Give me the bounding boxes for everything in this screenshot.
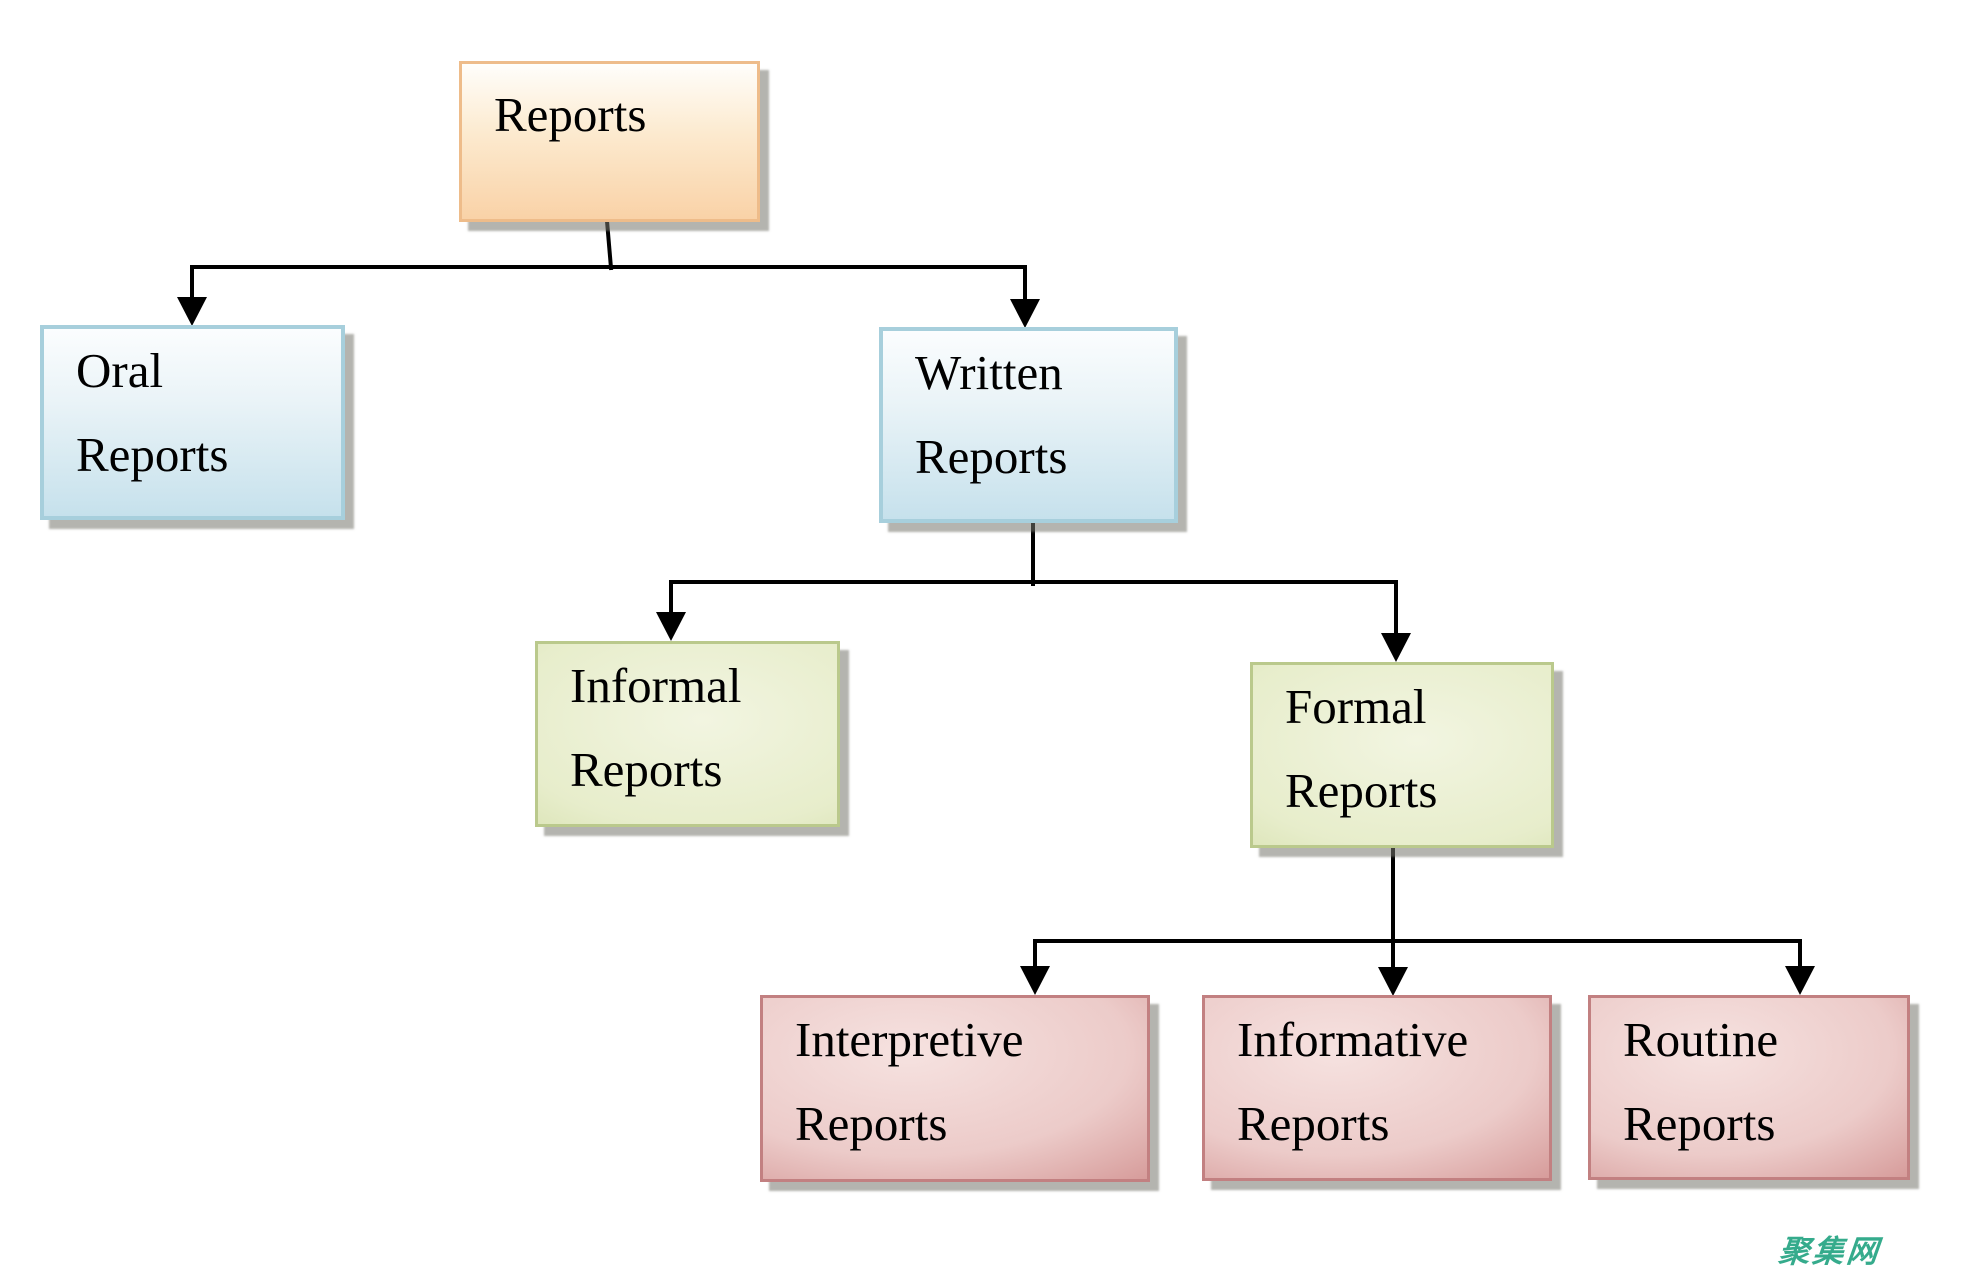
node-informative-label-line2: Reports xyxy=(1237,1096,1390,1151)
node-informative-reports: Informative Reports xyxy=(1202,995,1552,1181)
connector-reports-children xyxy=(177,218,1040,328)
node-written-label-line1: Written xyxy=(915,345,1063,400)
node-interpretive-label-line2: Reports xyxy=(795,1096,948,1151)
node-oral-label-line2: Reports xyxy=(76,427,229,482)
node-routine-reports: Routine Reports xyxy=(1588,995,1910,1180)
node-reports: Reports xyxy=(459,61,760,222)
node-written-label-line2: Reports xyxy=(915,429,1068,484)
node-formal-label-line1: Formal xyxy=(1285,679,1427,734)
node-oral-label-line1: Oral xyxy=(76,343,164,398)
node-informal-reports: Informal Reports xyxy=(535,641,840,827)
node-reports-label: Reports xyxy=(494,87,647,142)
site-watermark: 聚集网 xyxy=(1776,1234,1883,1268)
connector-written-children xyxy=(656,519,1411,662)
node-interpretive-label-line1: Interpretive xyxy=(795,1012,1024,1067)
node-formal-label-line2: Reports xyxy=(1285,763,1438,818)
connector-formal-children xyxy=(1020,844,1815,996)
node-routine-label-line2: Reports xyxy=(1623,1096,1776,1151)
node-interpretive-reports: Interpretive Reports xyxy=(760,995,1150,1182)
node-formal-reports: Formal Reports xyxy=(1250,662,1554,848)
node-oral-reports: Oral Reports xyxy=(40,325,345,520)
node-routine-label-line1: Routine xyxy=(1623,1012,1779,1067)
node-written-reports: Written Reports xyxy=(879,327,1178,523)
node-informal-label-line1: Informal xyxy=(570,658,742,713)
node-informal-label-line2: Reports xyxy=(570,742,723,797)
node-informative-label-line1: Informative xyxy=(1237,1012,1469,1067)
